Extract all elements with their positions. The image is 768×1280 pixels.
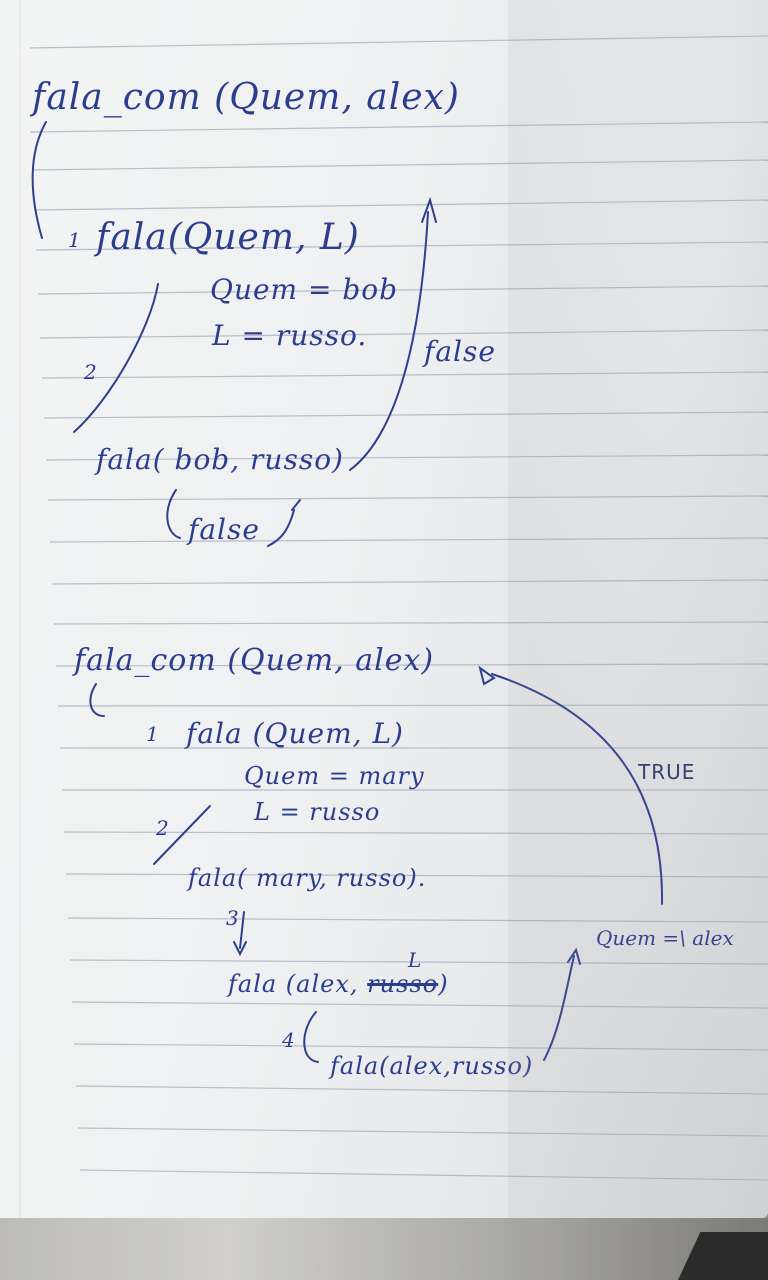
section2-step1-label: 1 xyxy=(146,722,160,746)
section1-step2-label: 2 xyxy=(84,360,98,384)
s1-curve-to-call2 xyxy=(73,283,159,433)
section2-step4-label: 4 xyxy=(282,1028,296,1052)
section2-condition: Quem =\ alex xyxy=(596,926,734,950)
s2-step3-arrowhead xyxy=(233,941,247,957)
s2-true-arrow xyxy=(491,673,664,905)
s1-false-hook xyxy=(267,509,295,547)
section2-true-label: TRUE xyxy=(638,760,696,784)
section2-call1: fala (Quem, L) xyxy=(186,717,404,750)
section1-result2: false xyxy=(188,513,260,546)
section1-header: fala_com (Quem, alex) xyxy=(32,77,460,118)
section2-call3: fala (alex, russo) xyxy=(228,972,449,996)
section1-call1: fala(Quem, L) xyxy=(96,217,360,258)
s2-true-arrowhead xyxy=(478,665,496,686)
section1-call2: fala( bob, russo) xyxy=(96,443,344,476)
section2-call3-struck: russo xyxy=(367,970,439,998)
section2-call3-replacement: L xyxy=(408,948,423,972)
ruled-lines xyxy=(29,35,768,1181)
s1-return-arrow xyxy=(349,211,429,471)
s2-condition-arrow xyxy=(543,955,575,1061)
section2-call3-prefix: fala (alex, xyxy=(228,970,359,998)
section1-false-label: false xyxy=(424,335,496,368)
notebook-page: fala_com (Quem, alex) 1 fala(Quem, L) Qu… xyxy=(0,0,768,1218)
section2-binding-quem: Quem = mary xyxy=(244,762,425,790)
s2-step3-arrow xyxy=(239,911,245,949)
s2-step2-slash xyxy=(153,805,211,865)
s2-step4-hook xyxy=(303,1011,319,1063)
s1-result-hook xyxy=(166,489,181,539)
section2-call4: fala(alex,russo) xyxy=(330,1052,534,1080)
section1-binding-quem: Quem = bob xyxy=(210,273,399,306)
section2-call3-suffix: ) xyxy=(438,970,449,998)
section2-step2-label: 2 xyxy=(156,816,170,840)
section2-binding-l: L = russo xyxy=(254,798,381,826)
section2-header: fala_com (Quem, alex) xyxy=(74,643,435,678)
s2-left-hook xyxy=(89,683,105,717)
section1-step1-label: 1 xyxy=(68,228,82,252)
s1-arrowhead xyxy=(421,196,437,223)
s2-condition-arrowhead xyxy=(567,947,581,965)
s1-left-bracket xyxy=(31,121,47,239)
s1-false-hook-tip xyxy=(291,499,301,511)
background-cloth xyxy=(0,1218,768,1280)
section1-binding-l: L = russo. xyxy=(212,319,368,352)
pen-strokes xyxy=(31,121,664,1063)
section2-call2: fala( mary, russo). xyxy=(188,864,427,892)
section2-step3-label: 3 xyxy=(226,906,240,930)
